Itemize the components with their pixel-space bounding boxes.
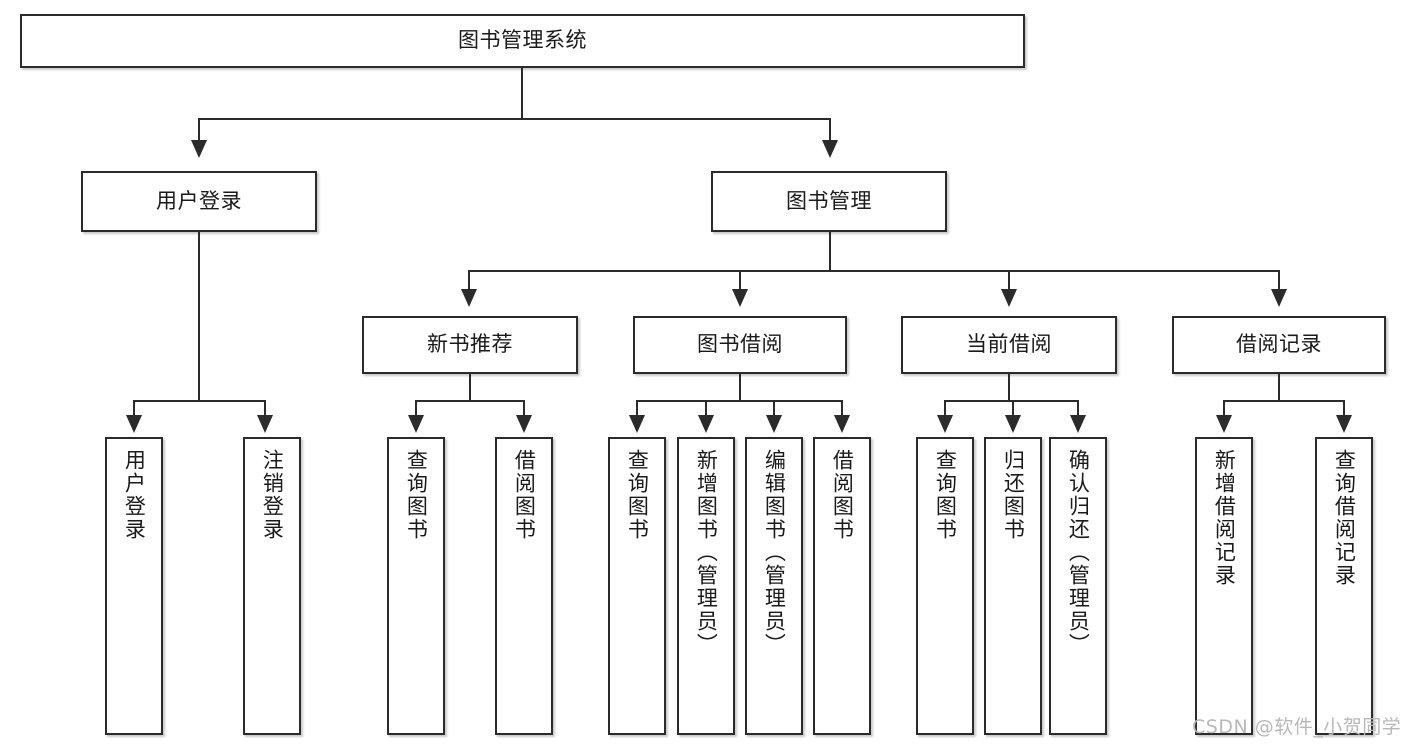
connector-level2-bus	[198, 118, 831, 120]
connector-drop-leaf-logout	[264, 400, 266, 418]
leaf-label: 借阅图书	[512, 449, 537, 541]
node-label: 图书借阅	[697, 332, 783, 357]
connector-drop-borrow-record	[1278, 270, 1280, 292]
leaf-label: 查询图书	[933, 449, 958, 541]
node-label: 当前借阅	[966, 332, 1052, 357]
leaf-query-book-current[interactable]: 查询图书	[916, 437, 974, 735]
connector-current-borrow-stem	[1008, 374, 1010, 402]
arrowhead-leaf-user-login	[126, 415, 142, 433]
node-borrow-record[interactable]: 借阅记录	[1172, 316, 1386, 374]
arrowhead-book-borrow	[732, 289, 748, 307]
leaf-logout[interactable]: 注销登录	[243, 437, 301, 735]
node-book-borrow[interactable]: 图书借阅	[633, 316, 847, 374]
connector-drop-leaf-user-login	[133, 400, 135, 418]
node-new-book-recommend[interactable]: 新书推荐	[362, 316, 578, 374]
connector-drop-g2-leaf1	[636, 400, 638, 418]
connector-drop-g1-leaf1	[415, 400, 417, 418]
connector-drop-g3-leaf3	[1077, 400, 1079, 418]
leaf-edit-book-admin[interactable]: 编辑图书（管理员）	[745, 437, 803, 735]
leaf-label: 编辑图书（管理员）	[762, 449, 787, 656]
connector-drop-book-borrow	[739, 270, 741, 292]
connector-new-book-recommend-bus	[415, 400, 525, 402]
node-label: 图书管理	[786, 188, 872, 213]
connector-drop-g4-leaf2	[1343, 400, 1345, 418]
leaf-query-book-borrow[interactable]: 查询图书	[608, 437, 666, 735]
arrowhead-g2-leaf1	[629, 415, 645, 433]
leaf-label: 注销登录	[260, 449, 285, 541]
leaf-confirm-return-admin[interactable]: 确认归还（管理员）	[1049, 437, 1107, 735]
connector-user-login-bus	[133, 400, 266, 402]
leaf-label: 用户登录	[122, 449, 147, 541]
node-label: 图书管理系统	[458, 28, 587, 53]
node-book-management[interactable]: 图书管理	[711, 171, 947, 232]
arrowhead-leaf-logout	[257, 415, 273, 433]
arrowhead-g3-leaf3	[1070, 415, 1086, 433]
node-label: 借阅记录	[1236, 332, 1322, 357]
arrowhead-g1-leaf2	[516, 415, 532, 433]
leaf-query-borrow-record[interactable]: 查询借阅记录	[1315, 437, 1373, 735]
leaf-borrow-book-recommend[interactable]: 借阅图书	[495, 437, 553, 735]
leaf-label: 借阅图书	[830, 449, 855, 541]
arrowhead-book-management	[822, 140, 838, 158]
connector-drop-user-login	[198, 118, 200, 143]
arrowhead-g2-leaf4	[834, 415, 850, 433]
connector-drop-g2-leaf4	[841, 400, 843, 418]
connector-drop-g3-leaf1	[944, 400, 946, 418]
node-label: 用户登录	[156, 188, 242, 213]
arrowhead-g3-leaf1	[937, 415, 953, 433]
connector-drop-g1-leaf2	[523, 400, 525, 418]
connector-level3-bus	[468, 270, 1280, 272]
connector-drop-book-management	[829, 118, 831, 143]
node-user-login[interactable]: 用户登录	[81, 171, 317, 232]
connector-borrow-record-bus	[1223, 400, 1345, 402]
connector-root-stem	[521, 68, 523, 119]
arrowhead-g4-leaf1	[1216, 415, 1232, 433]
leaf-label: 查询借阅记录	[1332, 449, 1357, 587]
arrowhead-g2-leaf3	[766, 415, 782, 433]
connector-user-login-stem	[198, 232, 200, 402]
node-current-borrow[interactable]: 当前借阅	[901, 316, 1117, 374]
arrowhead-g3-leaf2	[1005, 415, 1021, 433]
leaf-user-login[interactable]: 用户登录	[105, 437, 163, 735]
connector-book-management-stem	[829, 232, 831, 272]
leaf-label: 查询图书	[625, 449, 650, 541]
arrowhead-current-borrow	[1001, 289, 1017, 307]
arrowhead-g4-leaf2	[1336, 415, 1352, 433]
leaf-add-book-admin[interactable]: 新增图书（管理员）	[677, 437, 735, 735]
leaf-query-book-recommend[interactable]: 查询图书	[387, 437, 445, 735]
connector-drop-g2-leaf3	[773, 400, 775, 418]
connector-current-borrow-bus	[944, 400, 1079, 402]
connector-drop-g3-leaf2	[1012, 400, 1014, 418]
connector-book-borrow-bus	[636, 400, 843, 402]
connector-new-book-recommend-stem	[469, 374, 471, 402]
node-label: 新书推荐	[427, 332, 513, 357]
leaf-label: 新增图书（管理员）	[694, 449, 719, 656]
connector-drop-current-borrow	[1008, 270, 1010, 292]
arrowhead-borrow-record	[1271, 289, 1287, 307]
leaf-add-borrow-record[interactable]: 新增借阅记录	[1195, 437, 1253, 735]
leaf-label: 确认归还（管理员）	[1066, 449, 1091, 656]
leaf-return-book[interactable]: 归还图书	[984, 437, 1042, 735]
connector-drop-new-book-recommend	[468, 270, 470, 292]
connector-borrow-record-stem	[1278, 374, 1280, 402]
connector-drop-g2-leaf2	[705, 400, 707, 418]
leaf-label: 新增借阅记录	[1212, 449, 1237, 587]
connector-book-borrow-stem	[739, 374, 741, 402]
node-root-book-management-system[interactable]: 图书管理系统	[20, 14, 1025, 68]
arrowhead-user-login	[191, 140, 207, 158]
arrowhead-g1-leaf1	[408, 415, 424, 433]
leaf-label: 查询图书	[404, 449, 429, 541]
leaf-borrow-book[interactable]: 借阅图书	[813, 437, 871, 735]
arrowhead-new-book-recommend	[461, 289, 477, 307]
leaf-label: 归还图书	[1001, 449, 1026, 541]
connector-drop-g4-leaf1	[1223, 400, 1225, 418]
arrowhead-g2-leaf2	[698, 415, 714, 433]
